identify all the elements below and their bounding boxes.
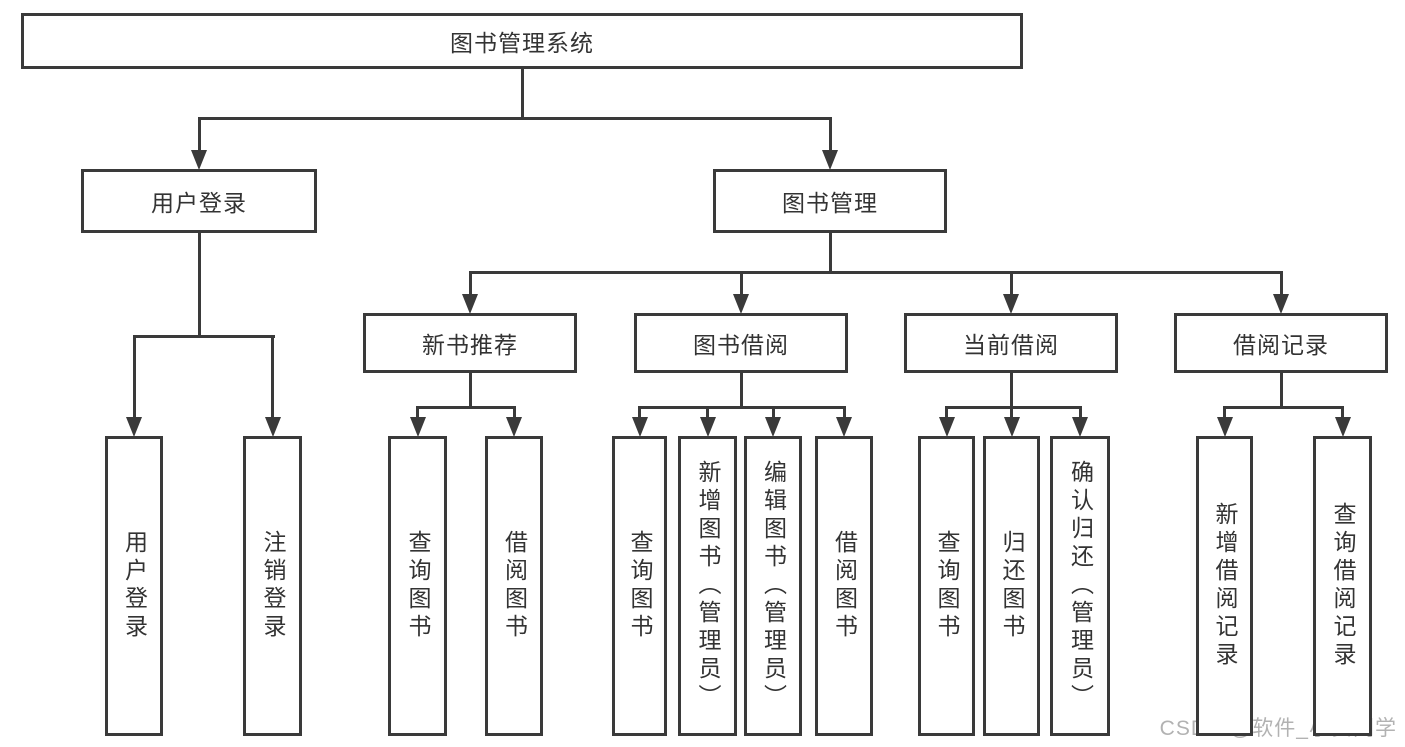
- connector-vertical: [945, 407, 948, 424]
- arrow-down-icon: [410, 417, 426, 437]
- leaf-add-borrow-record: 新增借阅记录: [1196, 436, 1253, 736]
- connector-vertical: [1223, 407, 1226, 424]
- connector-vertical: [513, 407, 516, 424]
- root: 图书管理系统: [21, 13, 1023, 69]
- arrow-down-icon: [1273, 294, 1289, 314]
- connector-vertical: [829, 233, 832, 274]
- arrow-down-icon: [1217, 417, 1233, 437]
- arrow-down-icon: [733, 294, 749, 314]
- new-book-recommend: 新书推荐: [363, 313, 577, 373]
- connector-horizontal: [416, 406, 516, 409]
- arrow-down-icon: [506, 417, 522, 437]
- leaf-logout: 注销登录: [243, 436, 302, 736]
- connector-vertical: [843, 407, 846, 424]
- connector-horizontal: [133, 335, 275, 338]
- arrow-down-icon: [126, 417, 142, 437]
- connector-vertical: [740, 272, 743, 301]
- connector-vertical: [469, 272, 472, 301]
- connector-vertical: [469, 373, 472, 409]
- book-management: 图书管理: [713, 169, 947, 233]
- arrow-down-icon: [836, 417, 852, 437]
- connector-vertical: [271, 336, 274, 424]
- leaf-query-books-3: 查询图书: [918, 436, 975, 736]
- connector-horizontal: [1223, 406, 1344, 409]
- leaf-user-login: 用户登录: [105, 436, 163, 736]
- leaf-borrow-books-1: 借阅图书: [485, 436, 543, 736]
- arrow-down-icon: [462, 294, 478, 314]
- arrow-down-icon: [1004, 417, 1020, 437]
- leaf-query-borrow-record: 查询借阅记录: [1313, 436, 1372, 736]
- connector-vertical: [740, 373, 743, 409]
- leaf-borrow-books-2: 借阅图书: [815, 436, 873, 736]
- connector-horizontal: [638, 406, 846, 409]
- arrow-down-icon: [1003, 294, 1019, 314]
- connector-horizontal: [198, 117, 832, 120]
- user-login: 用户登录: [81, 169, 317, 233]
- leaf-confirm-return-admin: 确认归还（管理员）: [1050, 436, 1110, 736]
- connector-vertical: [1280, 272, 1283, 301]
- connector-vertical: [1010, 407, 1013, 424]
- connector-vertical: [638, 407, 641, 424]
- connector-horizontal: [945, 406, 1082, 409]
- connector-horizontal: [469, 271, 1283, 274]
- connector-vertical: [1341, 407, 1344, 424]
- connector-vertical: [133, 336, 136, 424]
- arrow-down-icon: [632, 417, 648, 437]
- arrow-down-icon: [191, 150, 207, 170]
- arrow-down-icon: [1072, 417, 1088, 437]
- connector-vertical: [706, 407, 709, 424]
- borrow-records: 借阅记录: [1174, 313, 1388, 373]
- arrow-down-icon: [939, 417, 955, 437]
- connector-vertical: [1010, 272, 1013, 301]
- connector-vertical: [1079, 407, 1082, 424]
- arrow-down-icon: [265, 417, 281, 437]
- arrow-down-icon: [822, 150, 838, 170]
- connector-vertical: [829, 118, 832, 157]
- book-borrowing: 图书借阅: [634, 313, 848, 373]
- arrow-down-icon: [765, 417, 781, 437]
- leaf-return-books: 归还图书: [983, 436, 1040, 736]
- connector-vertical: [416, 407, 419, 424]
- connector-vertical: [772, 407, 775, 424]
- connector-vertical: [521, 69, 524, 120]
- connector-vertical: [1280, 373, 1283, 409]
- current-borrowing: 当前借阅: [904, 313, 1118, 373]
- connector-vertical: [1010, 373, 1013, 409]
- leaf-add-book-admin: 新增图书（管理员）: [678, 436, 737, 736]
- leaf-query-books-1: 查询图书: [388, 436, 447, 736]
- arrow-down-icon: [1335, 417, 1351, 437]
- connector-vertical: [198, 118, 201, 157]
- arrow-down-icon: [700, 417, 716, 437]
- connector-vertical: [198, 233, 201, 338]
- leaf-edit-book-admin: 编辑图书（管理员）: [744, 436, 802, 736]
- leaf-query-books-2: 查询图书: [612, 436, 667, 736]
